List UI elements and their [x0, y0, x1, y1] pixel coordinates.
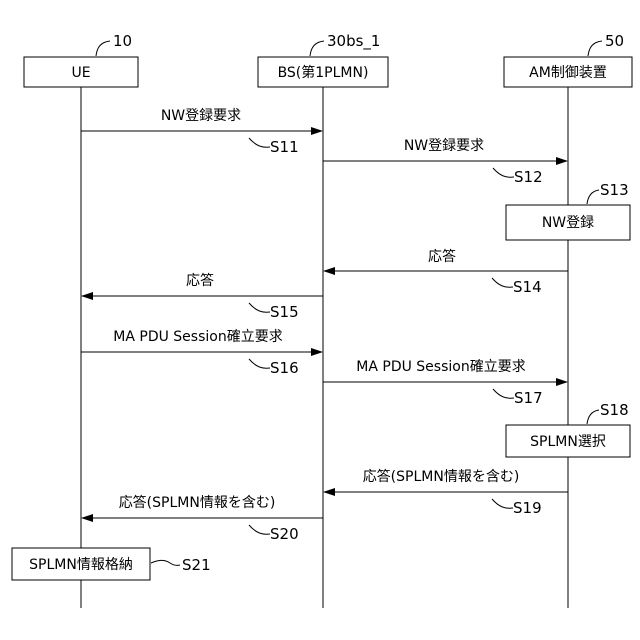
- message-s15: 応答 S15: [82, 272, 323, 321]
- s17-step: S17: [514, 389, 543, 407]
- s13-leader: [587, 190, 599, 204]
- s12-leader: [493, 168, 514, 177]
- s11-label: NW登録要求: [161, 108, 241, 124]
- bs-entity: BS(第1PLMN) 30bs_1: [258, 32, 388, 87]
- s20-step: S20: [270, 525, 299, 543]
- s16-label: MA PDU Session確立要求: [113, 329, 282, 345]
- s21-step: S21: [182, 556, 211, 574]
- s18-leader: [587, 410, 599, 424]
- s11-step: S11: [270, 138, 299, 156]
- ue-entity: UE 10: [24, 32, 138, 87]
- s21-label: SPLMN情報格納: [29, 557, 133, 573]
- s15-label: 応答: [186, 272, 214, 289]
- am-ref-number: 50: [605, 32, 624, 50]
- s16-step: S16: [270, 359, 299, 377]
- s19-label: 応答(SPLMN情報を含む): [363, 468, 520, 485]
- s13-step: S13: [600, 181, 629, 199]
- s12-step: S12: [514, 168, 543, 186]
- s18-step: S18: [600, 401, 629, 419]
- am-entity: AM制御装置 50: [504, 32, 632, 87]
- message-s11: NW登録要求 S11: [81, 108, 322, 156]
- s19-step: S19: [513, 499, 542, 517]
- process-s21: SPLMN情報格納 S21: [12, 548, 211, 580]
- message-s20: 応答(SPLMN情報を含む) S20: [82, 494, 323, 543]
- s14-leader: [492, 278, 513, 287]
- message-s19: 応答(SPLMN情報を含む) S19: [324, 468, 568, 517]
- message-s17: MA PDU Session確立要求 S17: [323, 359, 567, 407]
- s18-label: SPLMN選択: [530, 434, 606, 450]
- s14-step: S14: [513, 278, 542, 296]
- s20-leader: [249, 525, 270, 534]
- s11-leader: [249, 138, 270, 147]
- ue-label: UE: [71, 65, 90, 81]
- message-s16: MA PDU Session確立要求 S16: [81, 329, 322, 377]
- s13-label: NW登録: [542, 215, 594, 231]
- s12-label: NW登録要求: [404, 138, 484, 154]
- s17-leader: [493, 389, 514, 398]
- ue-ref-number: 10: [113, 32, 132, 50]
- bs-label: BS(第1PLMN): [278, 64, 369, 81]
- am-label: AM制御装置: [529, 65, 607, 81]
- bs-ref-number: 30bs_1: [327, 32, 380, 51]
- message-s12: NW登録要求 S12: [323, 138, 567, 186]
- s14-label: 応答: [428, 248, 456, 265]
- ue-ref-leader: [96, 41, 110, 56]
- s15-step: S15: [270, 303, 299, 321]
- message-s14: 応答 S14: [324, 248, 568, 296]
- s17-label: MA PDU Session確立要求: [356, 359, 525, 375]
- s16-leader: [249, 359, 270, 368]
- s20-label: 応答(SPLMN情報を含む): [119, 494, 276, 511]
- s15-leader: [249, 303, 270, 312]
- s19-leader: [492, 499, 513, 508]
- am-ref-leader: [588, 41, 602, 56]
- bs-ref-leader: [310, 41, 324, 56]
- s21-leader: [151, 560, 180, 565]
